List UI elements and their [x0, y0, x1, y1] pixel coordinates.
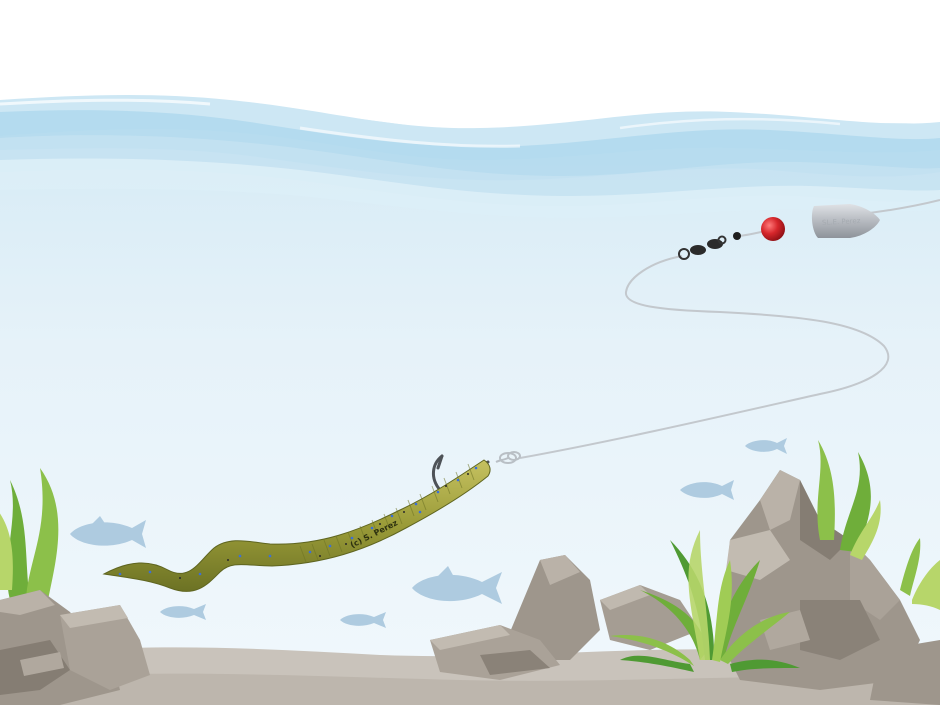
fish-silhouette	[70, 516, 146, 548]
center-seaweed-bush	[610, 530, 800, 672]
right-rocks	[600, 470, 940, 705]
left-seaweed	[0, 468, 59, 600]
red-bead	[761, 217, 785, 241]
fish-silhouette	[745, 438, 787, 454]
fish-silhouette	[412, 566, 502, 604]
left-rocks	[0, 590, 150, 705]
water-surface-waves	[0, 95, 940, 218]
background-fish	[70, 438, 787, 628]
right-seaweed	[817, 440, 940, 610]
sinker-text: SL.E. Perez	[822, 217, 861, 227]
bullet-sinker: SL.E. Perez	[811, 204, 880, 238]
center-rocks	[430, 555, 600, 680]
barrel-swivel	[678, 232, 741, 260]
fish-silhouette	[680, 480, 734, 500]
fish-silhouette	[160, 604, 206, 620]
line-knot	[495, 451, 521, 464]
fish-silhouette	[340, 612, 386, 628]
